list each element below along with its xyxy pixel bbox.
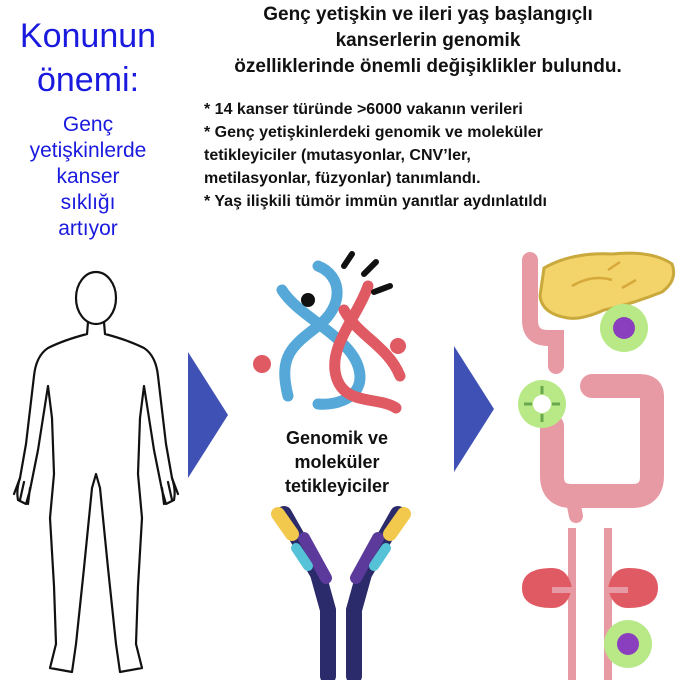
dna-icon (253, 251, 406, 414)
subtitle-line: yetişkinlerde (29, 139, 147, 162)
left-panel-title: Konunun önemi: (4, 14, 172, 102)
finding-line: * 14 kanser türünde >6000 vakanın verile… (204, 101, 523, 118)
kidney-tumor-icon (522, 528, 658, 680)
title-line-1: Konunun (19, 17, 157, 55)
finding-line: tetikleyiciler (mutasyonlar, CNV’ler, (204, 147, 471, 164)
finding-line: * Genç yetişkinlerdeki genomik ve molekü… (204, 124, 543, 141)
center-label: Genomik ve moleküler tetikleyiciler (262, 426, 412, 498)
left-panel-subtitle: Genç yetişkinlerde kanser sıklığı artıyo… (10, 112, 166, 242)
headline: Genç yetişkin ve ileri yaş başlangıçlı k… (176, 2, 680, 80)
subtitle-line: artıyor (58, 217, 118, 240)
headline-line: kanserlerin genomik (335, 30, 521, 51)
center-label-line: Genomik ve (285, 428, 389, 448)
pancreas-tumor-icon (522, 251, 676, 374)
subtitle-line: sıklığı (60, 191, 116, 214)
title-line-2: önemi: (36, 61, 140, 99)
center-label-line: tetikleyiciler (284, 476, 390, 496)
headline-line: özelliklerinde önemli değişiklikler bulu… (234, 56, 622, 77)
right-arrow-icon (454, 346, 494, 472)
finding-line: metilasyonlar, füzyonlar) tanımlandı. (204, 170, 481, 187)
colon-tumor-icon (518, 374, 664, 523)
right-arrow-icon (188, 352, 228, 478)
center-label-line: moleküler (294, 452, 380, 472)
subtitle-line: kanser (56, 165, 120, 188)
headline-line: Genç yetişkin ve ileri yaş başlangıçlı (263, 4, 593, 25)
subtitle-line: Genç (62, 113, 114, 136)
finding-line: * Yaş ilişkili tümör immün yanıtlar aydı… (204, 193, 547, 210)
human-body-outline-icon (12, 270, 180, 674)
findings-list: * 14 kanser türünde >6000 vakanın verile… (204, 98, 680, 213)
antibody-icon (271, 506, 411, 680)
